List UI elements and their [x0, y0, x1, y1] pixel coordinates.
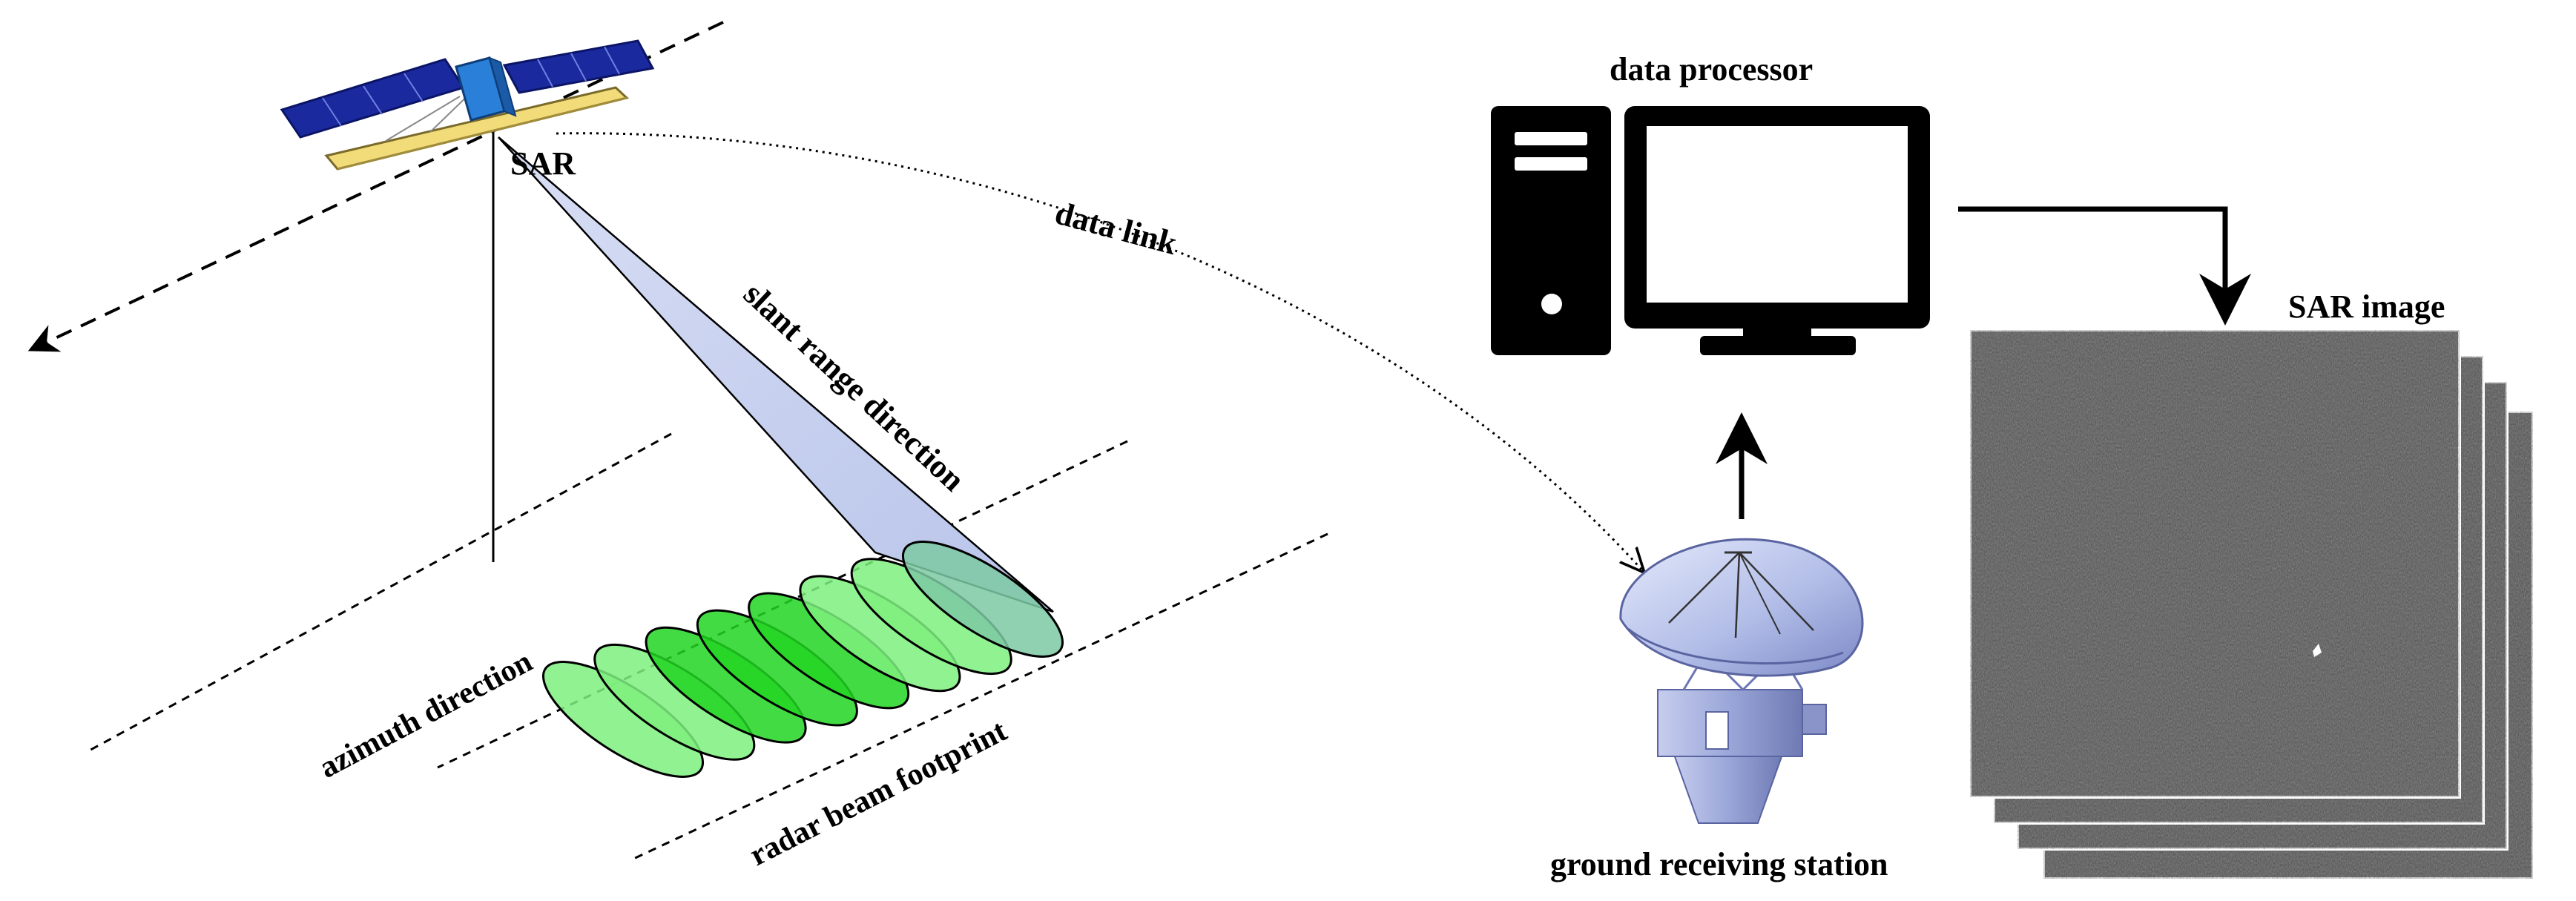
footprint-ellipse [901, 541, 1064, 658]
ground-line-left [85, 432, 672, 754]
data-processor-label: data processor [1610, 51, 1813, 88]
data-link-label: data link [1051, 194, 1181, 262]
processor-to-image-arrow [1958, 206, 2251, 326]
ground-line-right [630, 532, 1328, 862]
flight-path-line [27, 21, 724, 352]
satellite-dish-icon [1619, 538, 1864, 824]
azimuth-direction-label: azimuth direction [314, 644, 538, 785]
satellite-icon [280, 39, 655, 171]
sar-label: SAR [510, 145, 576, 182]
radar-beam [498, 136, 1054, 613]
radar-beam-footprint-group [541, 541, 1064, 778]
ground-receiving-station-label: ground receiving station [1550, 846, 1888, 882]
desktop-computer-icon [1491, 106, 1930, 355]
sar-image-label: SAR image [2288, 288, 2445, 325]
sar-image-stack-icon [1969, 329, 2534, 880]
